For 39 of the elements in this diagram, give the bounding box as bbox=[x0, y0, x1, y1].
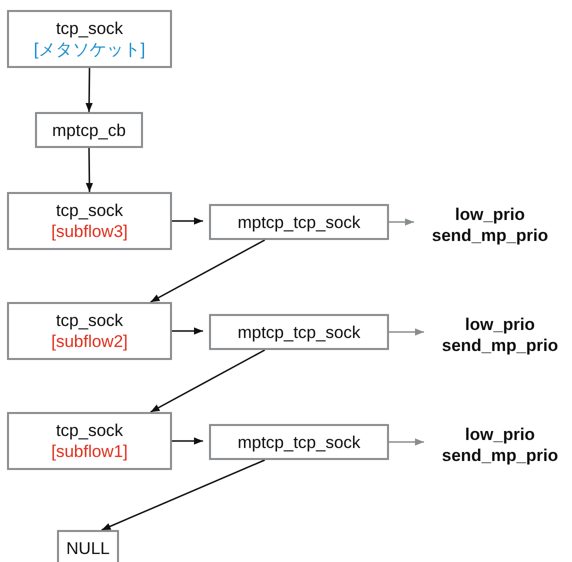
struct-role: [subflow3] bbox=[51, 221, 128, 242]
struct-box bbox=[7, 192, 172, 250]
struct-name: mptcp_tcp_sock bbox=[238, 432, 360, 452]
struct-name: mptcp_tcp_sock bbox=[238, 212, 360, 232]
field-name: send_mp_prio bbox=[442, 445, 558, 466]
struct-box bbox=[7, 412, 172, 470]
struct-name: tcp_sock bbox=[56, 310, 124, 331]
struct-name: mptcp_cb bbox=[52, 120, 126, 140]
arrow bbox=[101, 459, 266, 531]
arrow bbox=[172, 327, 203, 335]
struct-box bbox=[209, 314, 389, 350]
arrow bbox=[172, 437, 203, 445]
struct-role: [メタソケット] bbox=[34, 39, 146, 60]
struct-name: tcp_sock bbox=[56, 200, 124, 221]
struct-box bbox=[209, 424, 389, 460]
struct-name: mptcp_tcp_sock bbox=[238, 322, 360, 342]
field-name: send_mp_prio bbox=[432, 225, 548, 246]
struct-role: [subflow2] bbox=[51, 331, 128, 352]
struct-role: [subflow1] bbox=[51, 441, 128, 462]
struct-box bbox=[209, 204, 389, 240]
field-name: send_mp_prio bbox=[442, 335, 558, 356]
arrow bbox=[150, 239, 266, 303]
arrow bbox=[86, 148, 93, 192]
struct-name: tcp_sock bbox=[56, 18, 124, 39]
struct-box bbox=[7, 302, 172, 360]
struct-box bbox=[57, 530, 119, 562]
arrow bbox=[389, 218, 414, 226]
struct-box bbox=[35, 112, 143, 148]
struct-name: tcp_sock bbox=[56, 420, 124, 441]
arrow bbox=[172, 217, 203, 225]
arrow bbox=[389, 438, 424, 446]
struct-box bbox=[7, 10, 172, 68]
arrow bbox=[150, 349, 266, 413]
arrow bbox=[389, 328, 424, 336]
field-name: low_prio bbox=[465, 314, 535, 335]
field-name: low_prio bbox=[465, 424, 535, 445]
field-name: low_prio bbox=[455, 204, 525, 225]
arrow bbox=[86, 68, 93, 112]
struct-name: NULL bbox=[66, 538, 110, 559]
